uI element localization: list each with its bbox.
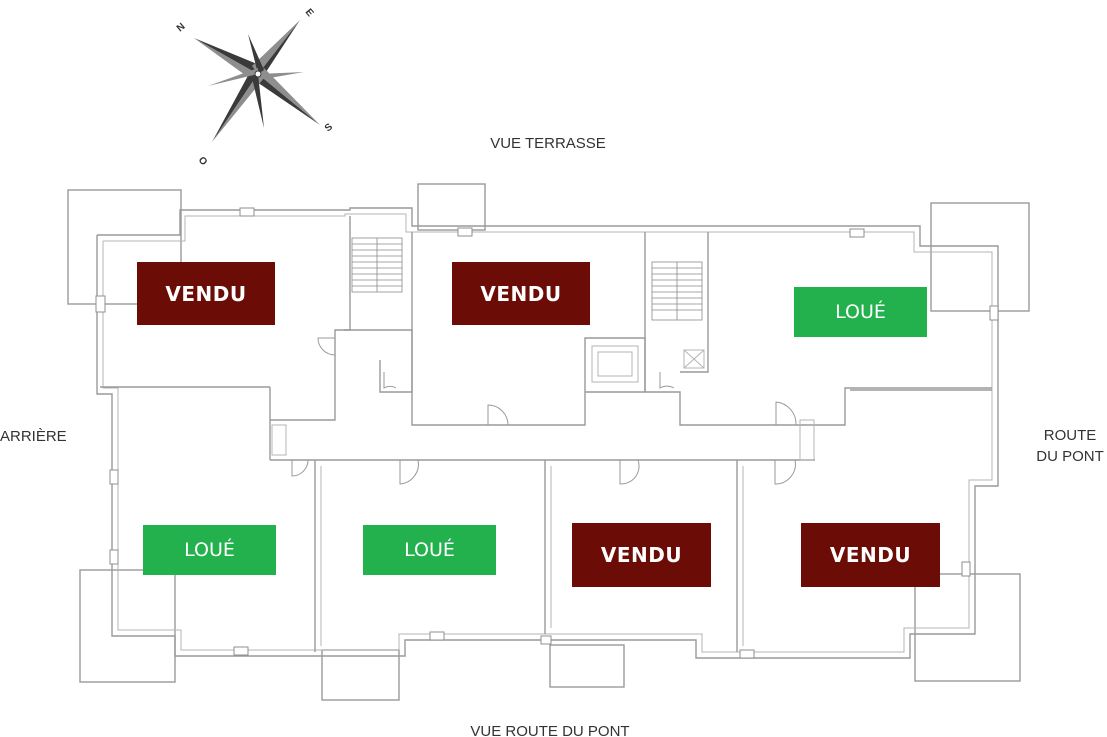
unit-status-bottom-2: LOUÉ — [363, 525, 496, 575]
compass-n: N — [175, 21, 188, 34]
compass-s: S — [323, 121, 335, 134]
stairs — [351, 237, 703, 321]
windows — [95, 207, 999, 659]
compass-rose-icon: N E S O — [175, 7, 335, 168]
outer-walls — [96, 207, 999, 659]
doors — [291, 337, 797, 485]
label-right-view-2: DU PONT — [1036, 448, 1104, 465]
unit-status-top-right: LOUÉ — [794, 287, 927, 337]
label-top-view: VUE TERRASSE — [490, 135, 606, 152]
interior-walls — [100, 216, 992, 652]
label-bottom-view: VUE ROUTE DU PONT — [470, 723, 629, 737]
unit-status-top-left: VENDU — [137, 262, 275, 325]
unit-status-bottom-4: VENDU — [801, 523, 940, 587]
unit-status-top-middle: VENDU — [452, 262, 590, 325]
label-right-view-1: ROUTE — [1044, 427, 1097, 444]
unit-status-bottom-1: LOUÉ — [143, 525, 276, 575]
compass-e: E — [303, 7, 316, 19]
compass-o: O — [196, 155, 210, 168]
label-left-view: ARRIÈRE — [0, 428, 67, 445]
unit-status-bottom-3: VENDU — [572, 523, 711, 587]
